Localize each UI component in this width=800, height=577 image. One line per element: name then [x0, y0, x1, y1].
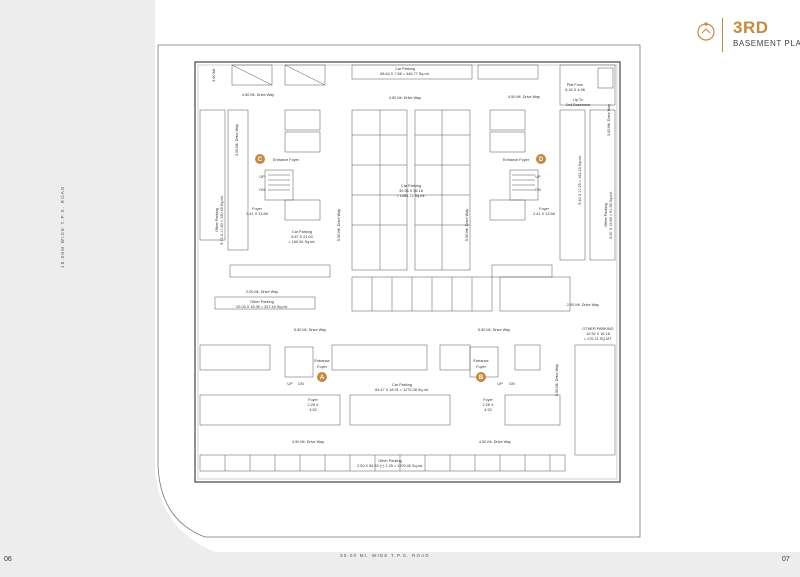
brand-logo-icon: [697, 22, 715, 41]
foyer-b-dim2: 4.52: [484, 408, 491, 412]
site-boundary: [157, 44, 641, 538]
core-c-letter: C: [258, 157, 263, 163]
top-parking-row: [231, 64, 539, 86]
core-a-letter: A: [320, 375, 325, 381]
other-parking-mid-dim: 20.03 X 16.35 = 327.49 Sq.mt.: [236, 305, 288, 309]
core-c-marker: [255, 154, 265, 164]
left-other-parking-label: Other Parking: [215, 208, 219, 231]
drive-center-right: 5.50 Mt. Drive Way: [465, 209, 469, 241]
left-road-label: 18.00M WIDE T.P.S. ROAD: [60, 185, 65, 268]
brand-divider: [722, 18, 723, 52]
center-car-parking-dim: 30.94 X 36.18: [399, 189, 423, 193]
plat-form-label: Plat Form: [567, 83, 583, 87]
page-subtitle: BASEMENT PLAN: [733, 39, 800, 48]
building-outline: [194, 61, 621, 483]
right-other-parking-vdim: 5.87 X 15.60 = 91.56 Sq.mt.: [609, 191, 613, 238]
core-b-marker: [476, 372, 486, 382]
center-car-parking-area: = 1486.73 Sq.mt.: [396, 194, 425, 198]
drive-left-vertical: 3.00 Mt. Drive Way: [235, 124, 239, 156]
left-block: [199, 109, 331, 310]
right-other-parking-label: OTHER PARKING: [582, 327, 613, 331]
foyer-b: Foyer: [476, 365, 486, 369]
plan-labels: Car Parking 58.64 X 7.68 = 446.77 Sq.mt.…: [236, 67, 613, 468]
lower-car-parking-label: Car Parking: [392, 383, 412, 387]
other-parking-mid-label: Other Parking: [250, 300, 273, 304]
foyer-d-label: Foyer: [539, 207, 549, 211]
drive-top-right: 4.50 Mt. Drive Way: [508, 95, 540, 99]
top-car-parking-label: Car Parking: [395, 67, 415, 71]
drive-center-left: 5.50 Mt. Drive Way: [337, 209, 341, 241]
drive-left-mid: 2.00 Mt. Drive Way: [246, 290, 278, 294]
bottom-road-label: 30.00 Mt. WIDE T.P.S. ROAD: [340, 553, 430, 558]
foyer-c-dim: 2.41 X 13.58: [246, 212, 268, 216]
drive-bottom-left: 4.50 Mt. Drive Way: [292, 440, 324, 444]
bottom-other-parking-label: Other Parking: [378, 459, 401, 463]
brand-header: 3RD BASEMENT PLAN: [695, 18, 800, 58]
entrance-a: Entrance: [314, 359, 329, 363]
foyer-a-dim1: 2.28 X: [308, 403, 319, 407]
left-car-parking-area: = 160.54 Sq.mt.: [289, 240, 316, 244]
up-c: UP: [259, 175, 265, 179]
left-car-parking-label: Car Parking: [292, 230, 312, 234]
plat-form-dim: 6.18 X 4.98: [565, 88, 584, 92]
drive-mid-right: 5.50 Mt. Drive Way: [478, 328, 510, 332]
drive-right-vertical: 3.00 Mt. Drive Way: [607, 104, 611, 136]
up-d: UP: [535, 175, 541, 179]
left-other-parking-dim: 9.73 X 17.60 = 190.49 Sq.mt.: [220, 195, 224, 245]
page-number-right: 07: [782, 556, 790, 563]
entrance-foyer-c: Entrance Foyer: [273, 158, 300, 162]
drive-top-mid: 4.50 Mt. Drive Way: [389, 96, 421, 100]
core-d-marker: [536, 154, 546, 164]
drive-bottom-right: 4.50 Mt. Drive Way: [479, 440, 511, 444]
left-car-parking-dim: 6.87 X 21.00: [291, 235, 313, 239]
drive-right-mid: 2.00 Mt. Drive Way: [567, 303, 599, 307]
lower-car-parking-dim: 69.47 X 18.31 = 1272.08 Sq.mt.: [375, 388, 429, 392]
right-block: [489, 109, 616, 312]
dn-a: DN: [298, 382, 304, 386]
page-title: 3RD: [733, 18, 769, 37]
foyer-b-dim1: 2.28 X: [483, 403, 494, 407]
dn-d: DN: [535, 188, 541, 192]
up-to-label: Up To: [573, 98, 583, 102]
foyer-d-dim: 2.41 X 13.58: [533, 212, 555, 216]
right-other-parking-dim: 10.52 X 16.18: [586, 332, 610, 336]
center-car-parking-label: Car Parking: [401, 184, 421, 188]
page-number-left: 06: [4, 556, 12, 563]
drive-right-lower: 5.50 Mt. Drive Way: [555, 364, 559, 396]
foyer-c-label: Foyer: [252, 207, 262, 211]
core-a-marker: [317, 372, 327, 382]
drive-mid-left: 5.50 Mt. Drive Way: [294, 328, 326, 332]
up-b: UP: [497, 382, 503, 386]
top-car-parking-dim: 58.64 X 7.68 = 446.77 Sq.mt.: [380, 72, 430, 76]
foyer-b-label2: Foyer: [483, 398, 493, 402]
right-other-parking-area: = 170.21 SQ.MT.: [584, 337, 613, 341]
core-d-letter: D: [539, 157, 544, 163]
dn-b: DN: [509, 382, 515, 386]
foyer-a: Foyer: [317, 365, 327, 369]
foyer-a-label2: Foyer: [308, 398, 318, 402]
up-a: UP: [287, 382, 293, 386]
core-markers: [255, 154, 546, 382]
right-car-parking-dim: 9.40 X 17.25 = 162.15 Sq.mt.: [578, 155, 582, 205]
left-dim-small: 3.00 Mt.: [212, 68, 216, 82]
lower-block: [199, 344, 616, 472]
drive-top-left: 4.50 Mt. Drive Way: [242, 93, 274, 97]
entrance-foyer-d: Entrance Foyer: [503, 158, 530, 162]
second-basement-label: 2nd Basement: [566, 103, 591, 107]
dn-c: DN: [259, 188, 265, 192]
foyer-a-dim2: 4.52: [309, 408, 316, 412]
center-block: [351, 109, 493, 312]
core-b-letter: B: [479, 375, 484, 381]
entrance-b: Entrance: [473, 359, 488, 363]
bottom-other-parking-dim: 2.50 X 56.33 (+) 1.35 = 1209.45 Sq.mt.: [357, 464, 423, 468]
right-other-parking-vlabel: Other Parking: [604, 203, 608, 226]
